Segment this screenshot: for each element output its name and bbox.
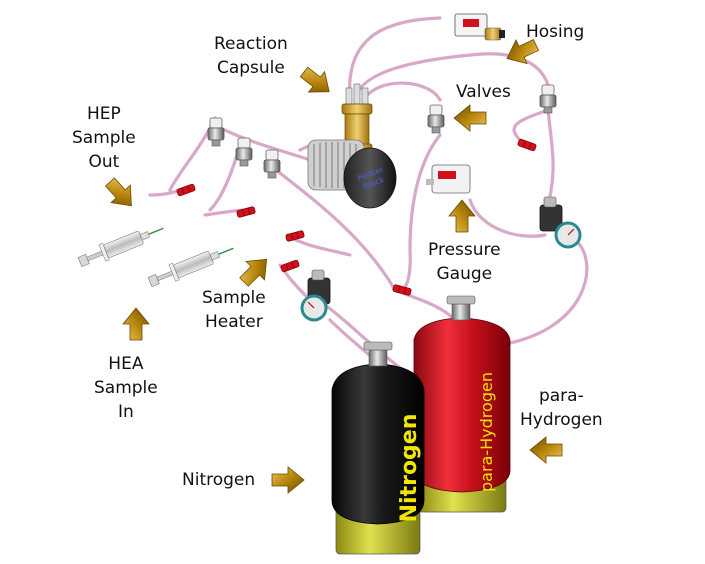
syringe-hep [77, 227, 164, 268]
regulator-right [539, 196, 582, 249]
label-hep-sample-out: HEP Sample Out [72, 102, 136, 174]
arrow-hea-sample-in [122, 307, 150, 341]
label-hosing: Hosing [526, 22, 585, 42]
nitrogen-tank-text: Nitrogen [397, 414, 422, 523]
heater-block: Heater Block [307, 139, 397, 209]
nitrogen-tank: Nitrogen [331, 341, 425, 555]
pressure-sensor-top [454, 13, 505, 41]
label-para-hydrogen-line1: para- [538, 386, 584, 406]
label-reaction-capsule-line2: Capsule [216, 58, 285, 78]
label-pressure-gauge-line1: Pressure [428, 240, 501, 260]
para-hydrogen-tank: para-Hydrogen [413, 295, 511, 513]
arrow-para-hydrogen [529, 436, 563, 464]
label-nitrogen: Nitrogen [182, 470, 256, 490]
label-hep-line1: HEP [86, 104, 121, 124]
label-valves: Valves [456, 82, 511, 102]
label-sample-heater: Sample Heater [202, 286, 266, 334]
label-sample-heater-line2: Heater [204, 312, 263, 332]
label-pressure-gauge: Pressure Gauge [428, 238, 501, 286]
label-hep-line3: Out [88, 152, 120, 172]
pressure-gauge-device [426, 164, 471, 194]
arrow-hep-sample-out [99, 172, 142, 215]
arrow-valves [453, 104, 487, 132]
label-para-hydrogen: para- Hydrogen [520, 384, 603, 432]
label-hea-sample-in: HEA Sample In [94, 352, 158, 424]
label-para-hydrogen-line2: Hydrogen [520, 410, 603, 430]
label-hea-line1: HEA [108, 354, 144, 374]
label-sample-heater-line1: Sample [202, 288, 266, 308]
label-hea-line2: Sample [94, 378, 158, 398]
arrow-reaction-capsule [295, 61, 338, 103]
arrow-nitrogen [271, 466, 305, 494]
syringe-hea [147, 247, 234, 288]
label-hep-line2: Sample [72, 128, 136, 148]
para-hydrogen-tank-text: para-Hydrogen [477, 372, 496, 492]
label-reaction-capsule: Reaction Capsule [214, 32, 288, 80]
label-reaction-capsule-line1: Reaction [214, 34, 288, 54]
label-pressure-gauge-line2: Gauge [436, 264, 493, 284]
label-hea-line3: In [117, 402, 134, 422]
regulator-left [300, 269, 331, 322]
